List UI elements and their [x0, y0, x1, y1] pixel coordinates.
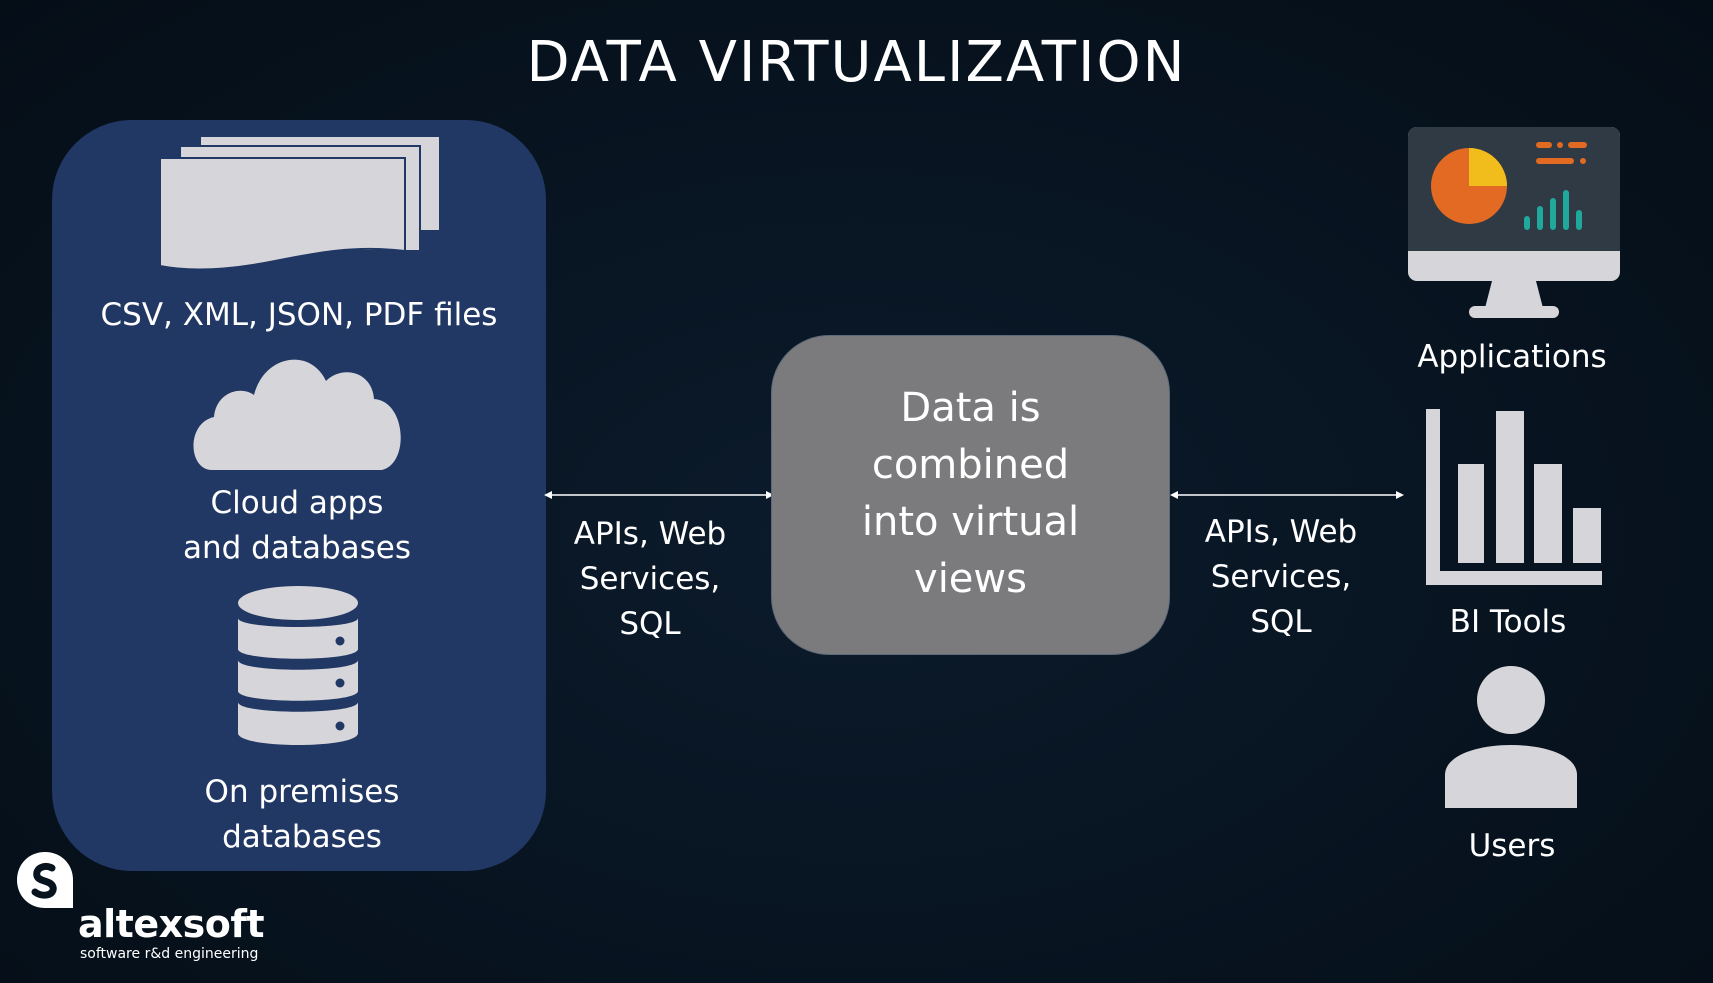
left-connector-arrow	[544, 491, 774, 499]
cloud-label-line1: Cloud apps	[210, 485, 384, 521]
page-title: DATA VIRTUALIZATION	[526, 30, 1187, 95]
files-label: CSV, XML, JSON, PDF files	[100, 297, 498, 333]
left-connector-line2: Services,	[579, 561, 721, 597]
applications-label: Applications	[1417, 339, 1607, 375]
center-line2: combined	[871, 442, 1070, 488]
right-connector-line1: APIs, Web	[1204, 514, 1358, 550]
users-label: Users	[1468, 828, 1556, 864]
center-line4: views	[914, 556, 1027, 602]
altexsoft-logo-icon	[17, 852, 73, 908]
cloud-label-line2: and databases	[182, 530, 412, 566]
database-icon	[238, 586, 358, 745]
center-line1: Data is	[900, 385, 1041, 431]
right-connector-line3: SQL	[1250, 604, 1312, 640]
monitor-icon	[1408, 127, 1620, 318]
center-line3: into virtual	[861, 499, 1080, 545]
logo-tagline: software r&d engineering	[80, 946, 259, 962]
user-icon	[1445, 666, 1577, 808]
cloud-icon	[193, 359, 401, 470]
files-icon	[159, 135, 441, 271]
left-connector-line1: APIs, Web	[573, 516, 727, 552]
premises-label-line1: On premises	[204, 774, 400, 810]
left-connector-line3: SQL	[619, 606, 681, 642]
bar-chart-icon	[1426, 409, 1602, 585]
bi-tools-label: BI Tools	[1449, 604, 1567, 640]
right-connector-arrow	[1170, 491, 1404, 499]
premises-label-line2: databases	[222, 819, 382, 855]
right-connector-line2: Services,	[1210, 559, 1352, 595]
virtual-views-text: Data is combined into virtual views	[771, 380, 1170, 608]
virtual-views-box	[771, 335, 1170, 655]
logo-name: altexsoft	[78, 902, 265, 946]
